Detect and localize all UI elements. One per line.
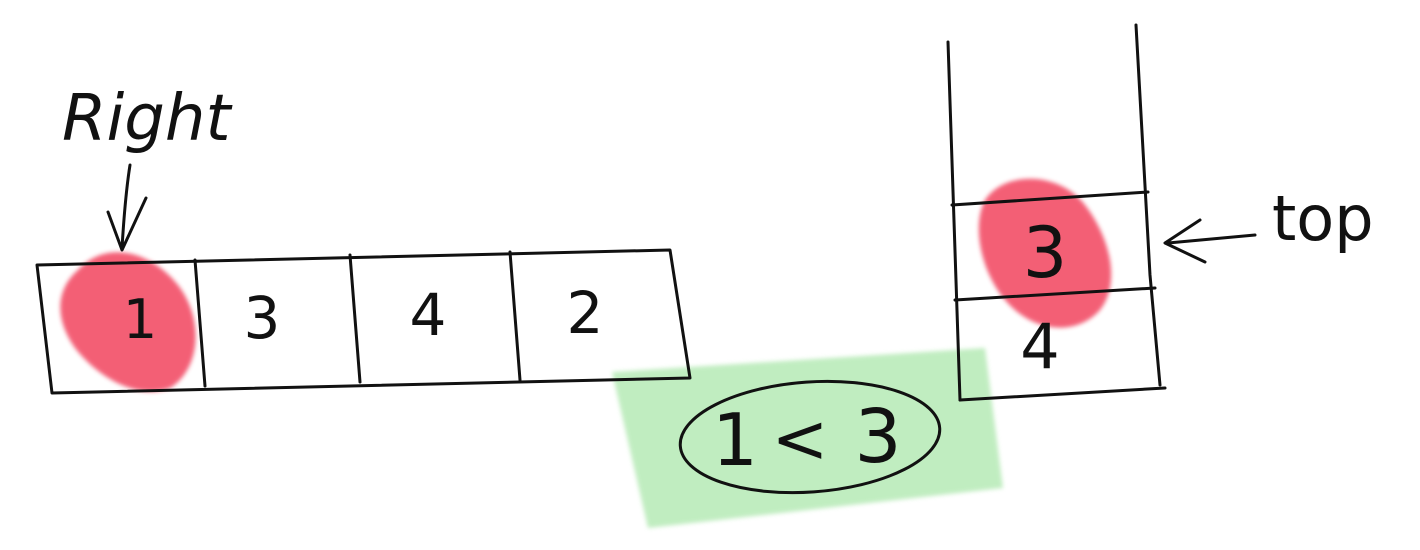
stack-bottom [958, 386, 1167, 402]
comparison-operator: < [772, 400, 829, 479]
array-cell-1: 3 [244, 284, 281, 352]
array-cell-0: 1 [123, 288, 157, 351]
array-cell-3: 2 [567, 279, 604, 347]
comparison-left: 1 [712, 398, 758, 482]
stack-divider-top [950, 190, 1150, 207]
array-divider-3 [508, 250, 522, 382]
stack-top-highlight [978, 178, 1112, 328]
array-divider-1 [193, 258, 207, 388]
stack-right-wall [1134, 23, 1162, 387]
stack-divider-middle [953, 286, 1157, 302]
stack: 3 4 [946, 23, 1167, 402]
top-pointer-arrow-icon [1163, 218, 1257, 264]
stack-item-1: 4 [1020, 310, 1059, 383]
right-pointer-label: Right [62, 82, 233, 156]
array: 1 3 4 2 [35, 248, 692, 395]
array-outline [35, 248, 692, 395]
top-pointer-label: top [1272, 182, 1374, 255]
right-pointer-arrow-icon [106, 163, 148, 252]
stack-left-wall [946, 40, 962, 402]
stack-item-0: 3 [1023, 212, 1068, 294]
comparison-ellipse [678, 379, 942, 495]
right-pointer: Right [62, 82, 233, 252]
array-cell-2: 4 [410, 281, 447, 349]
array-divider-2 [348, 253, 362, 384]
array-cell-highlight [60, 252, 196, 392]
comparison: 1 < 3 [678, 379, 942, 495]
comparison-right: 3 [854, 394, 901, 480]
top-pointer: top [1163, 182, 1374, 264]
